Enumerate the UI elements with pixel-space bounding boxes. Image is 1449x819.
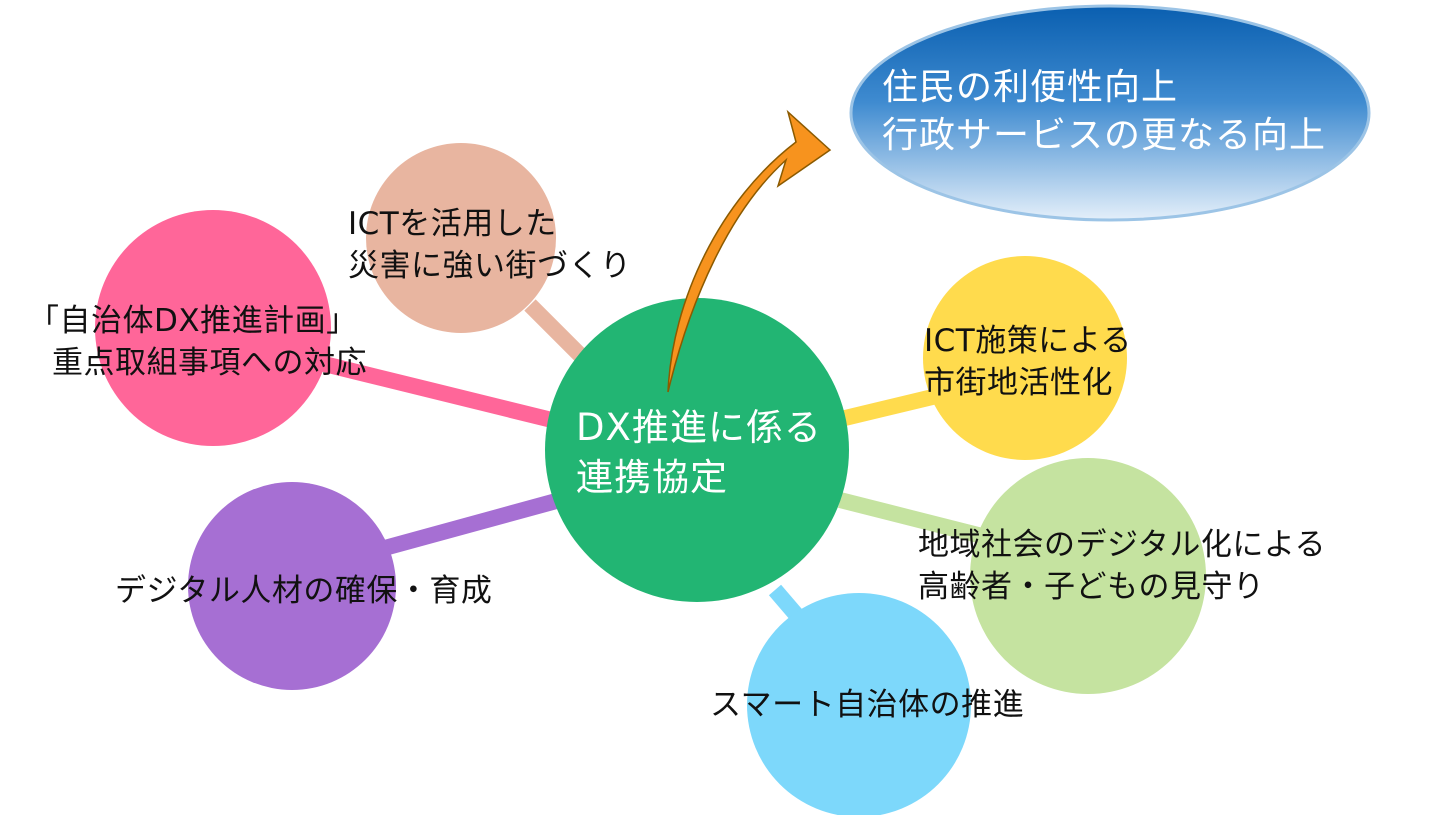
topic-label-downtown: ICT施策による 市街地活性化 [924, 320, 1132, 404]
center-label-line1: DX推進に係る [576, 406, 822, 449]
topic-circle-talent [188, 482, 396, 690]
topic-label-talent-line1: デジタル人材の確保・育成 [115, 573, 493, 609]
connector-watch [838, 492, 992, 546]
topic-label-disaster: ICTを活用した 災害に強い街づくり [348, 203, 632, 287]
topic-label-smart-city-line1: スマート自治体の推進 [710, 687, 1025, 723]
topic-circle-smart-city [747, 593, 971, 817]
topic-label-dx-plan-line1: 「自治体DX推進計画」 [28, 303, 358, 339]
topic-circle-downtown [923, 256, 1127, 460]
topic-label-disaster-line1: ICTを活用した [348, 206, 557, 242]
topic-label-disaster-line2: 災害に強い街づくり [348, 248, 632, 284]
topic-label-dx-plan: 「自治体DX推進計画」 重点取組事項への対応 [28, 300, 367, 384]
connector-disaster [524, 299, 586, 361]
topic-label-watch: 地域社会のデジタル化による 高齢者・子どもの見守り [918, 524, 1326, 608]
goal-label-line2: 行政サービスの更なる向上 [882, 115, 1327, 156]
topic-label-dx-plan-line2: 重点取組事項への対応 [52, 345, 367, 381]
connector-downtown [843, 386, 947, 426]
topic-circle-dx-plan [95, 210, 331, 446]
topic-label-smart-city: スマート自治体の推進 [710, 684, 1024, 726]
topic-circle-disaster [366, 143, 556, 333]
topic-label-downtown-line1: ICT施策による [924, 323, 1132, 359]
goal-label-line1: 住民の利便性向上 [882, 67, 1179, 108]
topic-label-watch-line1: 地域社会のデジタル化による [918, 527, 1326, 563]
topic-label-downtown-line2: 市街地活性化 [924, 365, 1113, 401]
topic-label-talent: デジタル人材の確保・育成 [115, 570, 492, 612]
goal-label: 住民の利便性向上 行政サービスの更なる向上 [882, 64, 1326, 160]
connector-talent [367, 492, 563, 560]
goal-ellipse [849, 4, 1371, 222]
center-circle [545, 298, 849, 602]
center-label-line2: 連携協定 [576, 456, 728, 499]
topic-label-watch-line2: 高齢者・子どもの見守り [918, 569, 1265, 605]
center-label: DX推進に係る 連携協定 [576, 403, 822, 503]
topic-circle-watch [970, 458, 1206, 694]
connector-dx-plan [298, 350, 562, 430]
arrow-icon [667, 109, 832, 393]
